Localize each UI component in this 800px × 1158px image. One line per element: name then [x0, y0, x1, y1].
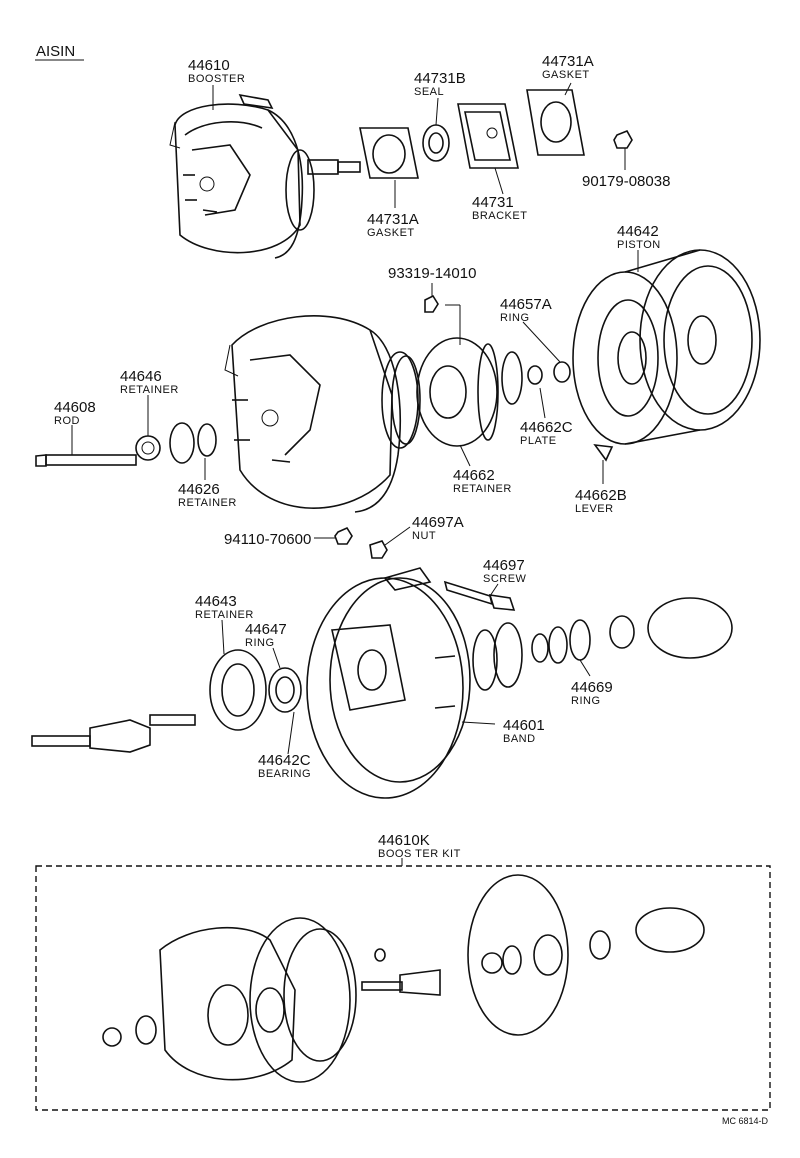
- callout-44731A-top: 44731A GASKET: [542, 53, 594, 81]
- svg-text:SCREW: SCREW: [483, 573, 527, 585]
- svg-text:GASKET: GASKET: [367, 227, 415, 239]
- svg-text:PISTON: PISTON: [617, 239, 661, 251]
- callout-44669: 44669 RING: [571, 679, 613, 707]
- svg-text:44657A: 44657A: [500, 296, 552, 313]
- svg-text:BAND: BAND: [503, 733, 536, 745]
- callout-44731B: 44731B SEAL: [414, 70, 466, 98]
- piston-drawing: [572, 249, 761, 445]
- valve-body-drawing: [472, 597, 733, 691]
- bolt-93319-drawing: [424, 294, 439, 313]
- nut-94110-drawing: [334, 526, 353, 545]
- rod-drawing: [35, 454, 137, 467]
- callout-44626: 44626 RETAINER: [178, 481, 237, 509]
- retainer-44662-drawing: [416, 337, 499, 447]
- svg-text:RING: RING: [245, 637, 275, 649]
- bracket-drawing: [457, 103, 519, 169]
- callout-93319-14010: 93319-14010: [388, 265, 476, 282]
- callout-44608: 44608 ROD: [54, 399, 96, 427]
- svg-text:PLATE: PLATE: [520, 435, 557, 447]
- svg-text:94110-70600: 94110-70600: [224, 531, 311, 548]
- callout-44697: 44697 SCREW: [483, 557, 527, 585]
- svg-text:BRACKET: BRACKET: [472, 210, 527, 222]
- svg-text:44669: 44669: [571, 679, 613, 696]
- svg-text:44642: 44642: [617, 223, 659, 240]
- svg-text:44643: 44643: [195, 593, 237, 610]
- booster-drawing: [169, 93, 361, 259]
- svg-text:44731A: 44731A: [367, 211, 419, 228]
- seal-drawing: [422, 124, 450, 162]
- svg-text:44731A: 44731A: [542, 53, 594, 70]
- svg-text:RETAINER: RETAINER: [178, 497, 237, 509]
- front-shell-drawing: [224, 315, 401, 513]
- svg-text:44642C: 44642C: [258, 752, 311, 769]
- lever-drawing: [593, 443, 614, 462]
- rear-shell-drawing: [306, 567, 471, 799]
- callout-44662C: 44662C PLATE: [520, 419, 573, 447]
- svg-text:44731: 44731: [472, 194, 514, 211]
- svg-text:44662C: 44662C: [520, 419, 573, 436]
- callout-44697A: 44697A NUT: [412, 514, 464, 542]
- svg-text:93319-14010: 93319-14010: [388, 265, 476, 282]
- diagram-code: MC 6814-D: [722, 1116, 769, 1126]
- callout-44642C: 44642C BEARING: [258, 752, 311, 780]
- ring-44647-drawing: [268, 667, 302, 713]
- ring-44657A-drawing: [501, 351, 571, 405]
- svg-text:44697: 44697: [483, 557, 525, 574]
- svg-text:RING: RING: [571, 695, 601, 707]
- callout-44610: 44610 BOOSTER: [188, 57, 245, 85]
- svg-text:90179-08038: 90179-08038: [582, 173, 670, 190]
- retainer-44643-drawing: [209, 649, 267, 731]
- callout-44601: 44601 BAND: [503, 717, 545, 745]
- screw-drawing: [443, 580, 516, 611]
- svg-text:44610: 44610: [188, 57, 230, 74]
- svg-text:SEAL: SEAL: [414, 86, 444, 98]
- svg-text:44662: 44662: [453, 467, 495, 484]
- callout-44657A: 44657A RING: [500, 296, 552, 324]
- callout-44643: 44643 RETAINER: [195, 593, 254, 621]
- svg-text:44646: 44646: [120, 368, 162, 385]
- boot-rod-drawing: [31, 714, 196, 753]
- svg-text:44626: 44626: [178, 481, 220, 498]
- diaphragm-ring-drawing: [381, 351, 421, 449]
- svg-text:GASKET: GASKET: [542, 69, 590, 81]
- svg-text:BOOS TER KIT: BOOS TER KIT: [378, 848, 461, 860]
- svg-text:RETAINER: RETAINER: [120, 384, 179, 396]
- svg-text:BOOSTER: BOOSTER: [188, 73, 245, 85]
- kit-box: [35, 865, 771, 1111]
- svg-text:BEARING: BEARING: [258, 768, 311, 780]
- callout-94110-70600: 94110-70600: [224, 531, 311, 548]
- callout-44731: 44731 BRACKET: [472, 194, 527, 222]
- nut-small-drawing: [613, 129, 633, 149]
- callout-44646: 44646 RETAINER: [120, 368, 179, 396]
- leader-lines: [71, 82, 639, 755]
- callout-44662: 44662 RETAINER: [453, 467, 512, 495]
- svg-text:44610K: 44610K: [378, 832, 430, 849]
- svg-text:ROD: ROD: [54, 415, 80, 427]
- svg-text:44647: 44647: [245, 621, 287, 638]
- brand-label: AISIN: [36, 43, 75, 60]
- callout-44642: 44642 PISTON: [617, 223, 661, 251]
- gasket-left-drawing: [359, 127, 419, 179]
- svg-text:NUT: NUT: [412, 530, 436, 542]
- callout-44647: 44647 RING: [245, 621, 287, 649]
- svg-text:RING: RING: [500, 312, 530, 324]
- svg-text:RETAINER: RETAINER: [195, 609, 254, 621]
- retainer-44646-drawing: [135, 435, 161, 461]
- svg-text:LEVER: LEVER: [575, 503, 614, 515]
- svg-text:44608: 44608: [54, 399, 96, 416]
- callout-44662B: 44662B LEVER: [575, 487, 627, 515]
- bearing-44626-drawing: [169, 422, 217, 464]
- svg-text:44697A: 44697A: [412, 514, 464, 531]
- kit-contents-drawing: [102, 874, 705, 1083]
- gasket-right-drawing: [526, 89, 585, 156]
- callout-44731A-bottom: 44731A GASKET: [367, 211, 419, 239]
- svg-text:44731B: 44731B: [414, 70, 466, 87]
- svg-text:44601: 44601: [503, 717, 545, 734]
- nut-44697A-drawing: [369, 540, 388, 559]
- svg-text:44662B: 44662B: [575, 487, 627, 504]
- callout-90179-08038: 90179-08038: [582, 173, 670, 190]
- svg-text:RETAINER: RETAINER: [453, 483, 512, 495]
- callout-44610K: 44610K BOOS TER KIT: [378, 832, 461, 860]
